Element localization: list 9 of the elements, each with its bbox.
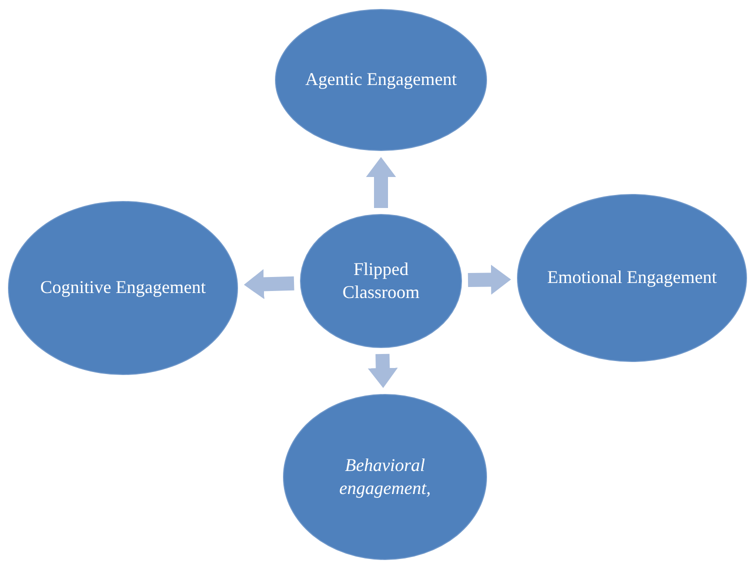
node-label: Agentic Engagement: [305, 68, 457, 92]
block-arrow: [468, 264, 512, 295]
block-arrow: [366, 157, 396, 208]
node-label: Flipped Classroom: [341, 258, 420, 304]
block-arrow: [244, 269, 294, 300]
node-label: Cognitive Engagement: [40, 276, 206, 300]
node-label: Emotional Engagement: [547, 266, 717, 290]
node-label: Behavioral engagement,: [338, 454, 432, 500]
block-arrow: [368, 354, 398, 388]
